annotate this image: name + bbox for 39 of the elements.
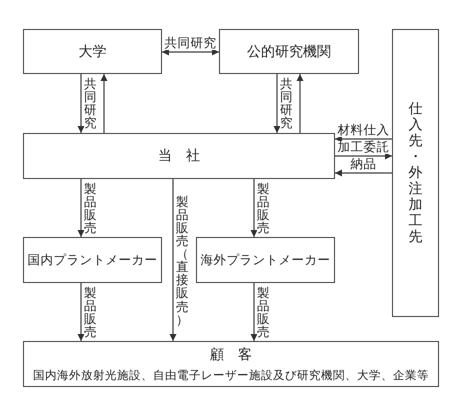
process-box xyxy=(219,29,359,74)
box-label: 当社 xyxy=(158,147,214,165)
edge-label: 製品販売 xyxy=(84,286,98,338)
process-box xyxy=(196,237,335,283)
edge-label: 製品販売 xyxy=(84,182,98,234)
arrow xyxy=(274,74,280,133)
arrow xyxy=(250,179,258,237)
edge-label: 納品 xyxy=(350,158,376,170)
process-box xyxy=(23,341,439,387)
edge-label: 共同研究 xyxy=(84,77,98,130)
process-box xyxy=(23,237,162,283)
arrow xyxy=(162,48,219,56)
edge-label: 製品販売 xyxy=(257,182,270,234)
box-label: 海外プラントメーカー xyxy=(200,252,330,268)
arrow xyxy=(78,283,84,341)
arrow xyxy=(335,170,392,176)
edge-label: 製品販売 xyxy=(257,286,270,338)
process-box xyxy=(23,29,162,74)
process-box xyxy=(392,29,439,317)
box-label: 顧客 xyxy=(210,346,266,364)
edge-label: 材料仕入 xyxy=(338,124,390,136)
edge-label: 共同研究 xyxy=(164,37,216,50)
process-box xyxy=(23,133,335,179)
arrow xyxy=(78,74,84,133)
box-label: 仕入先・外注加工先 xyxy=(408,100,423,246)
box-label: 大学 xyxy=(78,42,106,60)
edge-label: 加工委託 xyxy=(338,141,390,154)
box-label: 国内プラントメーカー xyxy=(28,252,158,268)
arrow xyxy=(250,283,258,341)
box-description: 国内海外放射光施設、自由電子レーザー施設及び研究機関、大学、企業等 xyxy=(33,368,429,382)
arrow xyxy=(78,179,84,237)
arrow xyxy=(100,74,108,133)
arrow xyxy=(335,136,392,142)
arrow xyxy=(296,74,304,133)
arrow xyxy=(170,179,176,341)
box-label: 公的研究機関 xyxy=(247,42,331,60)
arrow xyxy=(335,152,392,160)
edge-label: 製品販売（直接販売） xyxy=(176,194,190,326)
edge-label: 共同研究 xyxy=(280,77,294,130)
